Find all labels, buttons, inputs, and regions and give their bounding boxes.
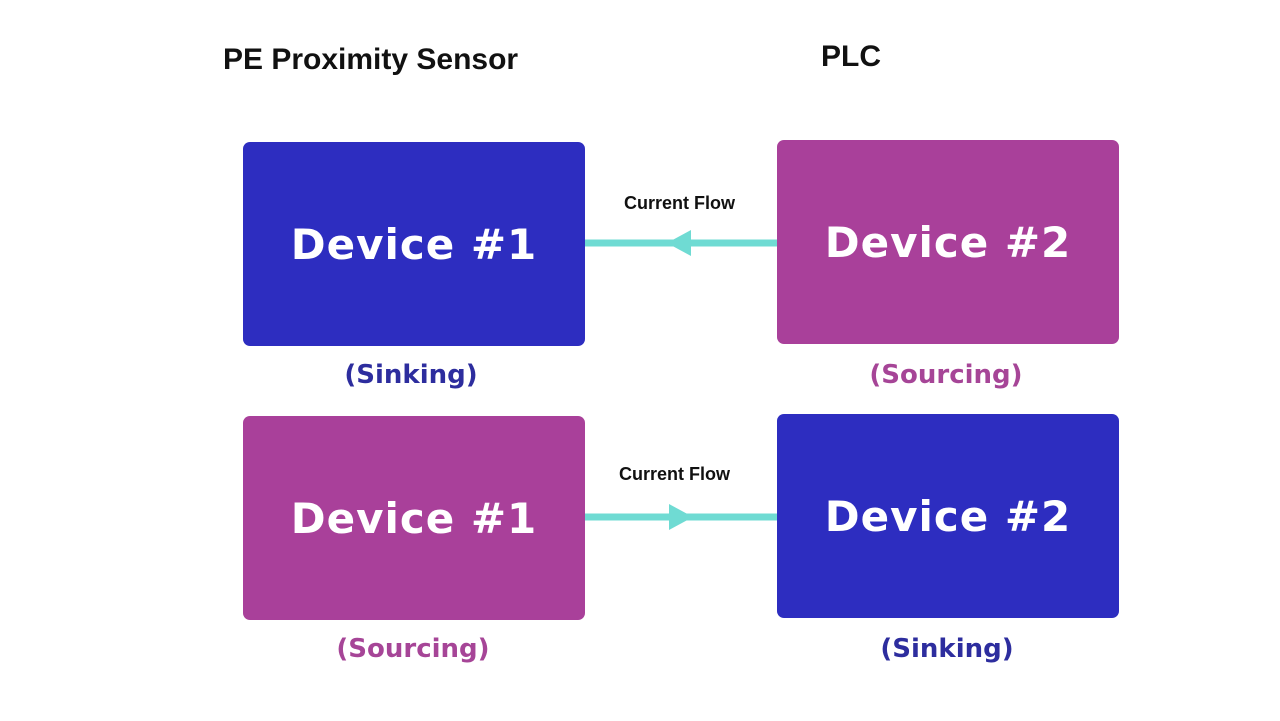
sensor-column-heading: PE Proximity Sensor bbox=[223, 43, 519, 76]
row2-current-flow-label: Current Flow bbox=[619, 464, 730, 484]
row2-device2-box: Device #2 bbox=[777, 414, 1119, 618]
row1-device1-box: Device #1 bbox=[243, 142, 585, 346]
row1-device2-role: (Sourcing) bbox=[869, 360, 1023, 390]
arrow-left-icon bbox=[585, 230, 777, 256]
row2-arrowhead bbox=[669, 504, 693, 530]
row1-device2-box: Device #2 bbox=[777, 140, 1119, 344]
row2-device1-role: (Sourcing) bbox=[336, 634, 490, 664]
row1-arrowhead bbox=[667, 230, 691, 256]
device-label: Device #2 bbox=[824, 217, 1072, 267]
row1-current-flow-label: Current Flow bbox=[624, 193, 735, 213]
arrow-right-icon bbox=[585, 504, 777, 530]
row2-device1-box: Device #1 bbox=[243, 416, 585, 620]
row2-device2-role: (Sinking) bbox=[880, 634, 1014, 664]
plc-column-heading: PLC bbox=[821, 40, 881, 73]
device-label: Device #1 bbox=[290, 493, 538, 543]
device-label: Device #1 bbox=[290, 219, 538, 269]
row1-device1-role: (Sinking) bbox=[344, 360, 478, 390]
device-label: Device #2 bbox=[824, 491, 1072, 541]
